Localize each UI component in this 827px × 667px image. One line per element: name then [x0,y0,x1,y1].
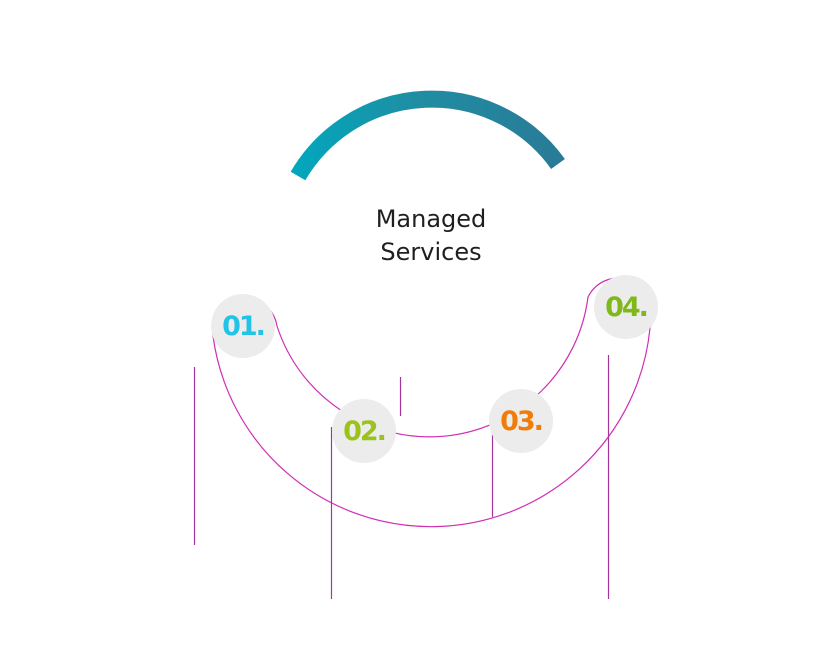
step-badge-4: 04. [594,275,658,339]
step-number-4: 04. [605,291,649,323]
step-number-2: 02. [343,415,387,447]
center-title-line-2: Services [380,238,482,266]
step-badge-3: 03. [489,389,553,453]
top-arc [290,90,565,181]
u-loop [212,277,655,528]
center-title: Managed Services [331,203,531,269]
step-number-3: 03. [500,405,544,437]
step-badge-2: 02. [332,399,396,463]
step-number-1: 01. [222,310,266,342]
step-badge-1: 01. [211,294,275,358]
center-title-line-1: Managed [375,205,487,233]
